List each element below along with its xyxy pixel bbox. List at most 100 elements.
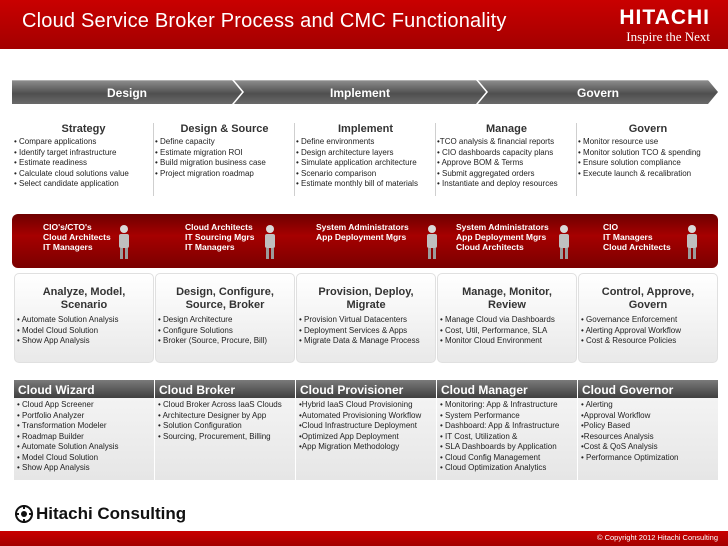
list-item: • Alerting Approval Workflow bbox=[581, 325, 682, 335]
list-item: • Select candidate application bbox=[14, 179, 119, 188]
process-box-design: Design, Configure, Source, Broker • Desi… bbox=[155, 273, 295, 363]
role-label: IT Sourcing Mgrs bbox=[185, 232, 255, 242]
list-item: • Monitoring: App & Infrastructure bbox=[440, 400, 558, 409]
design-source-title: Design & Source bbox=[180, 123, 269, 135]
hitachi-consulting-logo: Hitachi Consulting bbox=[36, 504, 187, 523]
implement-title: Implement bbox=[337, 123, 393, 135]
list-item: • Approve BOM & Terms bbox=[437, 158, 524, 167]
list-item: • Identify target infrastructure bbox=[14, 147, 117, 157]
list-item: •Hybrid IaaS Cloud Provisioning bbox=[299, 400, 413, 409]
role-group: Cloud Architects IT Sourcing Mgrs IT Man… bbox=[185, 222, 254, 252]
list-item: • Solution Configuration bbox=[158, 421, 242, 430]
role-label: App Deployment Mgrs bbox=[456, 232, 547, 242]
list-item: • Monitor Cloud Environment bbox=[440, 336, 542, 345]
product-title: Cloud Manager bbox=[437, 380, 577, 398]
list-item: • Design Architecture bbox=[158, 315, 233, 324]
list-item: • Dashboard: App & Infrastructure bbox=[440, 421, 560, 430]
product-cloud-governor: Cloud Governor • Alerting •Approval Work… bbox=[578, 380, 718, 480]
list-item: •App Migration Methodology bbox=[299, 442, 400, 451]
list-item: • Cloud Config Management bbox=[440, 452, 541, 462]
list-item: • Instantiate and deploy resources bbox=[437, 179, 558, 188]
process-box-analyze: Analyze, Model, Scenario • Automate Solu… bbox=[14, 273, 154, 363]
phase-implement: Implement bbox=[234, 80, 486, 104]
process-box-manage: Manage, Monitor, Review • Manage Cloud v… bbox=[437, 273, 577, 363]
process-title: Design, Configure, Source, Broker bbox=[156, 286, 294, 312]
list-item: • Define capacity bbox=[155, 137, 215, 146]
process-title: Provision, Deploy, Migrate bbox=[297, 286, 435, 312]
product-title: Cloud Provisioner bbox=[296, 380, 436, 398]
list-item: • Ensure solution compliance bbox=[578, 158, 681, 167]
role-label: IT Managers bbox=[603, 232, 653, 242]
people-icon bbox=[265, 225, 275, 259]
list-item: • Submit aggregated orders bbox=[437, 168, 535, 178]
list-item: • Estimate migration ROI bbox=[155, 147, 243, 157]
list-item: • Show App Analysis bbox=[17, 463, 90, 472]
list-item: • Governance Enforcement bbox=[581, 315, 678, 324]
process-title-line: Control, Approve, bbox=[601, 286, 695, 298]
list-item: •Approval Workflow bbox=[581, 410, 651, 420]
people-icon bbox=[119, 225, 129, 259]
logo-tagline: Inspire the Next bbox=[626, 29, 710, 44]
list-item: • Define environments bbox=[296, 137, 375, 146]
list-item: • Design architecture layers bbox=[296, 147, 394, 157]
process-title: Control, Approve, Govern bbox=[579, 286, 717, 312]
people-icon bbox=[427, 225, 437, 259]
list-item: • Manage Cloud via Dashboards bbox=[440, 315, 555, 324]
process-title-line: Migrate bbox=[346, 299, 386, 311]
role-group: CIO IT Managers Cloud Architects bbox=[603, 222, 671, 252]
process-title: Manage, Monitor, Review bbox=[438, 286, 576, 312]
list-item: •Cloud Infrastructure Deployment bbox=[299, 421, 417, 430]
list-item: • Execute launch & recalibration bbox=[578, 168, 692, 178]
product-cloud-wizard: Cloud Wizard • Cloud App Screener • Port… bbox=[14, 380, 154, 480]
footer-bar: © Copyright 2012 Hitachi Consulting bbox=[0, 531, 728, 546]
list-item: • Performance Optimization bbox=[581, 452, 679, 462]
list-item: • Roadmap Builder bbox=[17, 431, 84, 441]
list-item: • Compare applications bbox=[14, 137, 97, 146]
strategy-title: Strategy bbox=[61, 123, 106, 135]
list-item: • Configure Solutions bbox=[158, 325, 233, 335]
list-item: • Architecture Designer by App bbox=[158, 410, 267, 420]
list-item: • CIO dashboards capacity plans bbox=[437, 147, 554, 157]
process-title-line: Provision, Deploy, bbox=[318, 286, 414, 298]
hitachi-logo: HITACHI bbox=[619, 6, 710, 29]
list-item: •Automated Provisioning Workflow bbox=[299, 410, 422, 420]
list-item: • Migrate Data & Manage Process bbox=[299, 336, 420, 345]
process-title-line: Manage, Monitor, bbox=[462, 286, 552, 298]
list-item: • Monitor solution TCO & spending bbox=[578, 147, 701, 157]
manage-box: Manage •TCO analysis & financial reports… bbox=[437, 123, 577, 196]
list-item: • Estimate readiness bbox=[14, 158, 88, 167]
role-label: Cloud Architects bbox=[185, 222, 253, 232]
product-title: Cloud Broker bbox=[155, 380, 295, 398]
list-item: • Sourcing, Procurement, Billing bbox=[158, 431, 271, 441]
list-item: • Deployment Services & Apps bbox=[299, 325, 408, 335]
product-cloud-broker: Cloud Broker • Cloud Broker Across IaaS … bbox=[155, 380, 295, 480]
product-cloud-manager: Cloud Manager • Monitoring: App & Infras… bbox=[437, 380, 577, 480]
role-label: CIO's/CTO's bbox=[43, 222, 92, 232]
process-title: Analyze, Model, Scenario bbox=[15, 286, 153, 312]
list-item: • IT Cost, Utilization & bbox=[440, 431, 518, 441]
role-group: System Administrators App Deployment Mgr… bbox=[316, 222, 409, 242]
role-label: App Deployment Mgrs bbox=[316, 232, 407, 242]
phase-design: Design bbox=[12, 80, 242, 104]
list-item: • Broker (Source, Procure, Bill) bbox=[158, 336, 268, 345]
list-item: • Project migration roadmap bbox=[155, 168, 254, 178]
role-label: Cloud Architects bbox=[603, 242, 671, 252]
govern-box: Govern • Monitor resource use • Monitor … bbox=[578, 123, 718, 196]
product-title: Cloud Wizard bbox=[14, 380, 154, 398]
list-item: •TCO analysis & financial reports bbox=[437, 137, 555, 146]
list-item: •Policy Based bbox=[581, 421, 631, 430]
phase-bar: Design Implement Govern bbox=[12, 80, 718, 104]
role-label: System Administrators bbox=[456, 222, 549, 232]
list-item: •Cost & QoS Analysis bbox=[581, 442, 658, 451]
process-title-line: Govern bbox=[628, 299, 668, 311]
list-item: • SLA Dashboards by Application bbox=[440, 442, 557, 451]
list-item: • Alerting bbox=[581, 400, 613, 409]
role-group: CIO's/CTO's Cloud Architects IT Managers bbox=[43, 222, 111, 252]
list-item: • Build migration business case bbox=[155, 158, 266, 167]
process-box-provision: Provision, Deploy, Migrate • Provision V… bbox=[296, 273, 436, 363]
list-item: • Scenario comparison bbox=[296, 168, 377, 178]
implement-box: Implement • Define environments • Design… bbox=[296, 123, 436, 196]
list-item: • Estimate monthly bill of materials bbox=[296, 179, 418, 188]
list-item: • Monitor resource use bbox=[578, 137, 659, 146]
process-title-line: Review bbox=[488, 299, 526, 311]
